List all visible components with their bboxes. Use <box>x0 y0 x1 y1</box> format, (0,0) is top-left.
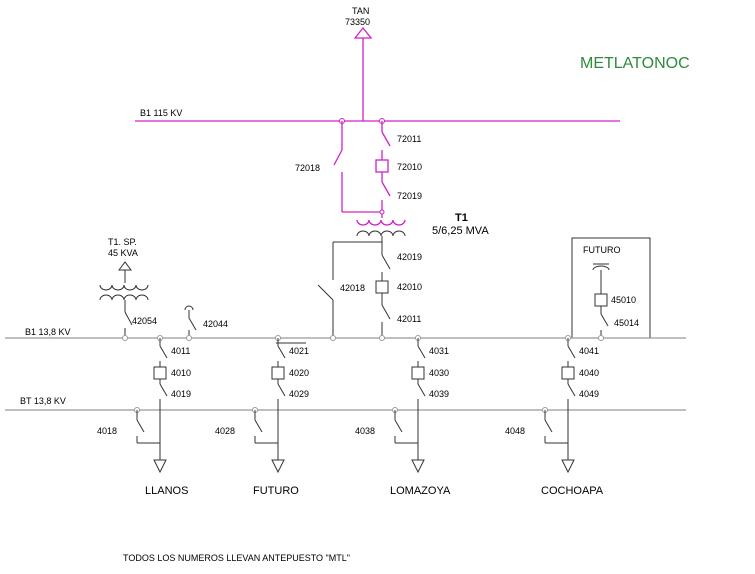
feeder-2-bypass-blade <box>254 419 263 433</box>
feeder-1-bypass-label: 4018 <box>97 426 117 436</box>
mv-breaker <box>375 280 389 294</box>
sp-rating: 45 KVA <box>108 248 138 258</box>
feeder-3-upper-label: 4031 <box>429 346 449 356</box>
source-name: TAN <box>352 6 369 16</box>
feeder-4-bypass-label: 4048 <box>505 426 525 436</box>
mv-upper-label: 42019 <box>397 252 422 262</box>
mv-lower-label: 42011 <box>397 314 421 324</box>
feeder-3-bypass-label: 4038 <box>355 426 375 436</box>
sp-name: T1. SP. <box>108 237 137 247</box>
feeder-1-breaker <box>153 366 167 380</box>
feeder-2-lower-label: 4029 <box>289 389 309 399</box>
feeder-4-breaker <box>561 366 575 380</box>
t1-tap-node <box>379 209 385 215</box>
future-box-label: FUTURO <box>583 245 621 255</box>
mv-breaker-label: 42010 <box>397 282 422 292</box>
feeder-1-breaker-label: 4010 <box>171 368 191 378</box>
feeder-4-bypass-blade <box>544 419 553 433</box>
bus-mv-label: B1 13,8 KV <box>25 327 71 337</box>
source-arrow <box>353 26 373 39</box>
sp-arrow <box>118 261 132 271</box>
footnote: TODOS LOS NUMEROS LLEVAN ANTEPUESTO "MTL… <box>123 553 350 563</box>
bus-mv-node-sp <box>122 335 128 341</box>
feeder-4-breaker-label: 4040 <box>579 368 599 378</box>
future-capacitor <box>592 263 610 271</box>
sp-switch-label: 42054 <box>132 316 157 326</box>
feeder-3-lower-blade <box>417 383 426 397</box>
feeder-1-lower-label: 4019 <box>171 389 191 399</box>
feeder-2-breaker <box>271 366 285 380</box>
feeder-1-upper-label: 4011 <box>171 346 190 356</box>
hv-lower-label: 72019 <box>397 191 422 201</box>
t1-name: T1 <box>455 212 468 224</box>
feeder-4-name: COCHOAPA <box>541 485 604 497</box>
feeder-2-lower-blade <box>277 383 286 397</box>
bus-mv-node-future <box>598 335 604 341</box>
bus-mv-node-t1 <box>379 335 385 341</box>
future-switch-blade <box>600 313 609 327</box>
future-breaker-label: 45010 <box>611 295 636 305</box>
hv-bypass-blade <box>333 149 343 166</box>
sp-switch-blade <box>124 311 133 326</box>
feeder-4-upper-label: 4041 <box>579 346 599 356</box>
feeder-4-upper-blade <box>567 345 576 359</box>
mv-bypass-blade <box>317 284 334 301</box>
fuse-symbol <box>184 305 197 338</box>
hv-upper-blade <box>381 131 391 147</box>
feeder-3-breaker <box>411 366 425 380</box>
feeder-2-upper-label: 4021 <box>289 346 309 356</box>
bus-bt-label: BT 13,8 KV <box>20 396 66 406</box>
t1-secondary-winding <box>356 230 406 237</box>
bus-115-label: B1 115 KV <box>140 108 182 118</box>
future-switch-label: 45014 <box>614 318 639 328</box>
mv-bypass-label: 42018 <box>340 283 365 293</box>
fuse-label: 42044 <box>203 319 228 329</box>
feeder-3-upper-blade <box>417 345 426 359</box>
bus-mv-node-bypass <box>330 335 336 341</box>
feeder-1-load-arrow <box>153 459 167 474</box>
bus-mv-node-fuse <box>186 335 192 341</box>
feeder-3-name: LOMAZOYA <box>390 485 451 497</box>
feeder-3-breaker-label: 4030 <box>429 368 449 378</box>
feeder-2-load-arrow <box>271 459 285 474</box>
feeder-2-name: FUTURO <box>253 485 299 497</box>
feeder-1-upper-blade <box>159 345 168 359</box>
mv-lower-blade <box>381 304 391 320</box>
hv-breaker <box>375 159 389 173</box>
feeder-1-bypass-blade <box>136 419 145 433</box>
feeder-4-lower-blade <box>567 383 576 397</box>
hv-bypass-label: 72018 <box>295 163 320 173</box>
feeder-3-load-arrow <box>411 459 425 474</box>
feeder-4-load-arrow <box>561 459 575 474</box>
t1-rating: 5/6,25 MVA <box>432 225 489 237</box>
feeder-1-name: LLANOS <box>145 485 188 497</box>
sp-secondary-winding <box>99 294 149 301</box>
feeder-2-bypass-label: 4028 <box>215 426 235 436</box>
feeder-2-upper-blade <box>277 345 286 359</box>
sp-primary-winding <box>99 284 149 291</box>
hv-breaker-label: 72010 <box>397 162 422 172</box>
hv-lower-blade <box>381 181 391 197</box>
future-breaker <box>594 293 608 307</box>
station-title: METLATONOC <box>580 55 690 72</box>
feeder-1-lower-blade <box>159 383 168 397</box>
hv-upper-label: 72011 <box>397 134 421 144</box>
source-code: 73350 <box>345 17 370 27</box>
t1-primary-winding <box>356 219 406 226</box>
mv-upper-blade <box>381 254 391 270</box>
feeder-3-bypass-blade <box>394 419 403 433</box>
feeder-4-lower-label: 4049 <box>579 389 599 399</box>
feeder-3-lower-label: 4039 <box>429 389 449 399</box>
feeder-2-breaker-label: 4020 <box>289 368 309 378</box>
